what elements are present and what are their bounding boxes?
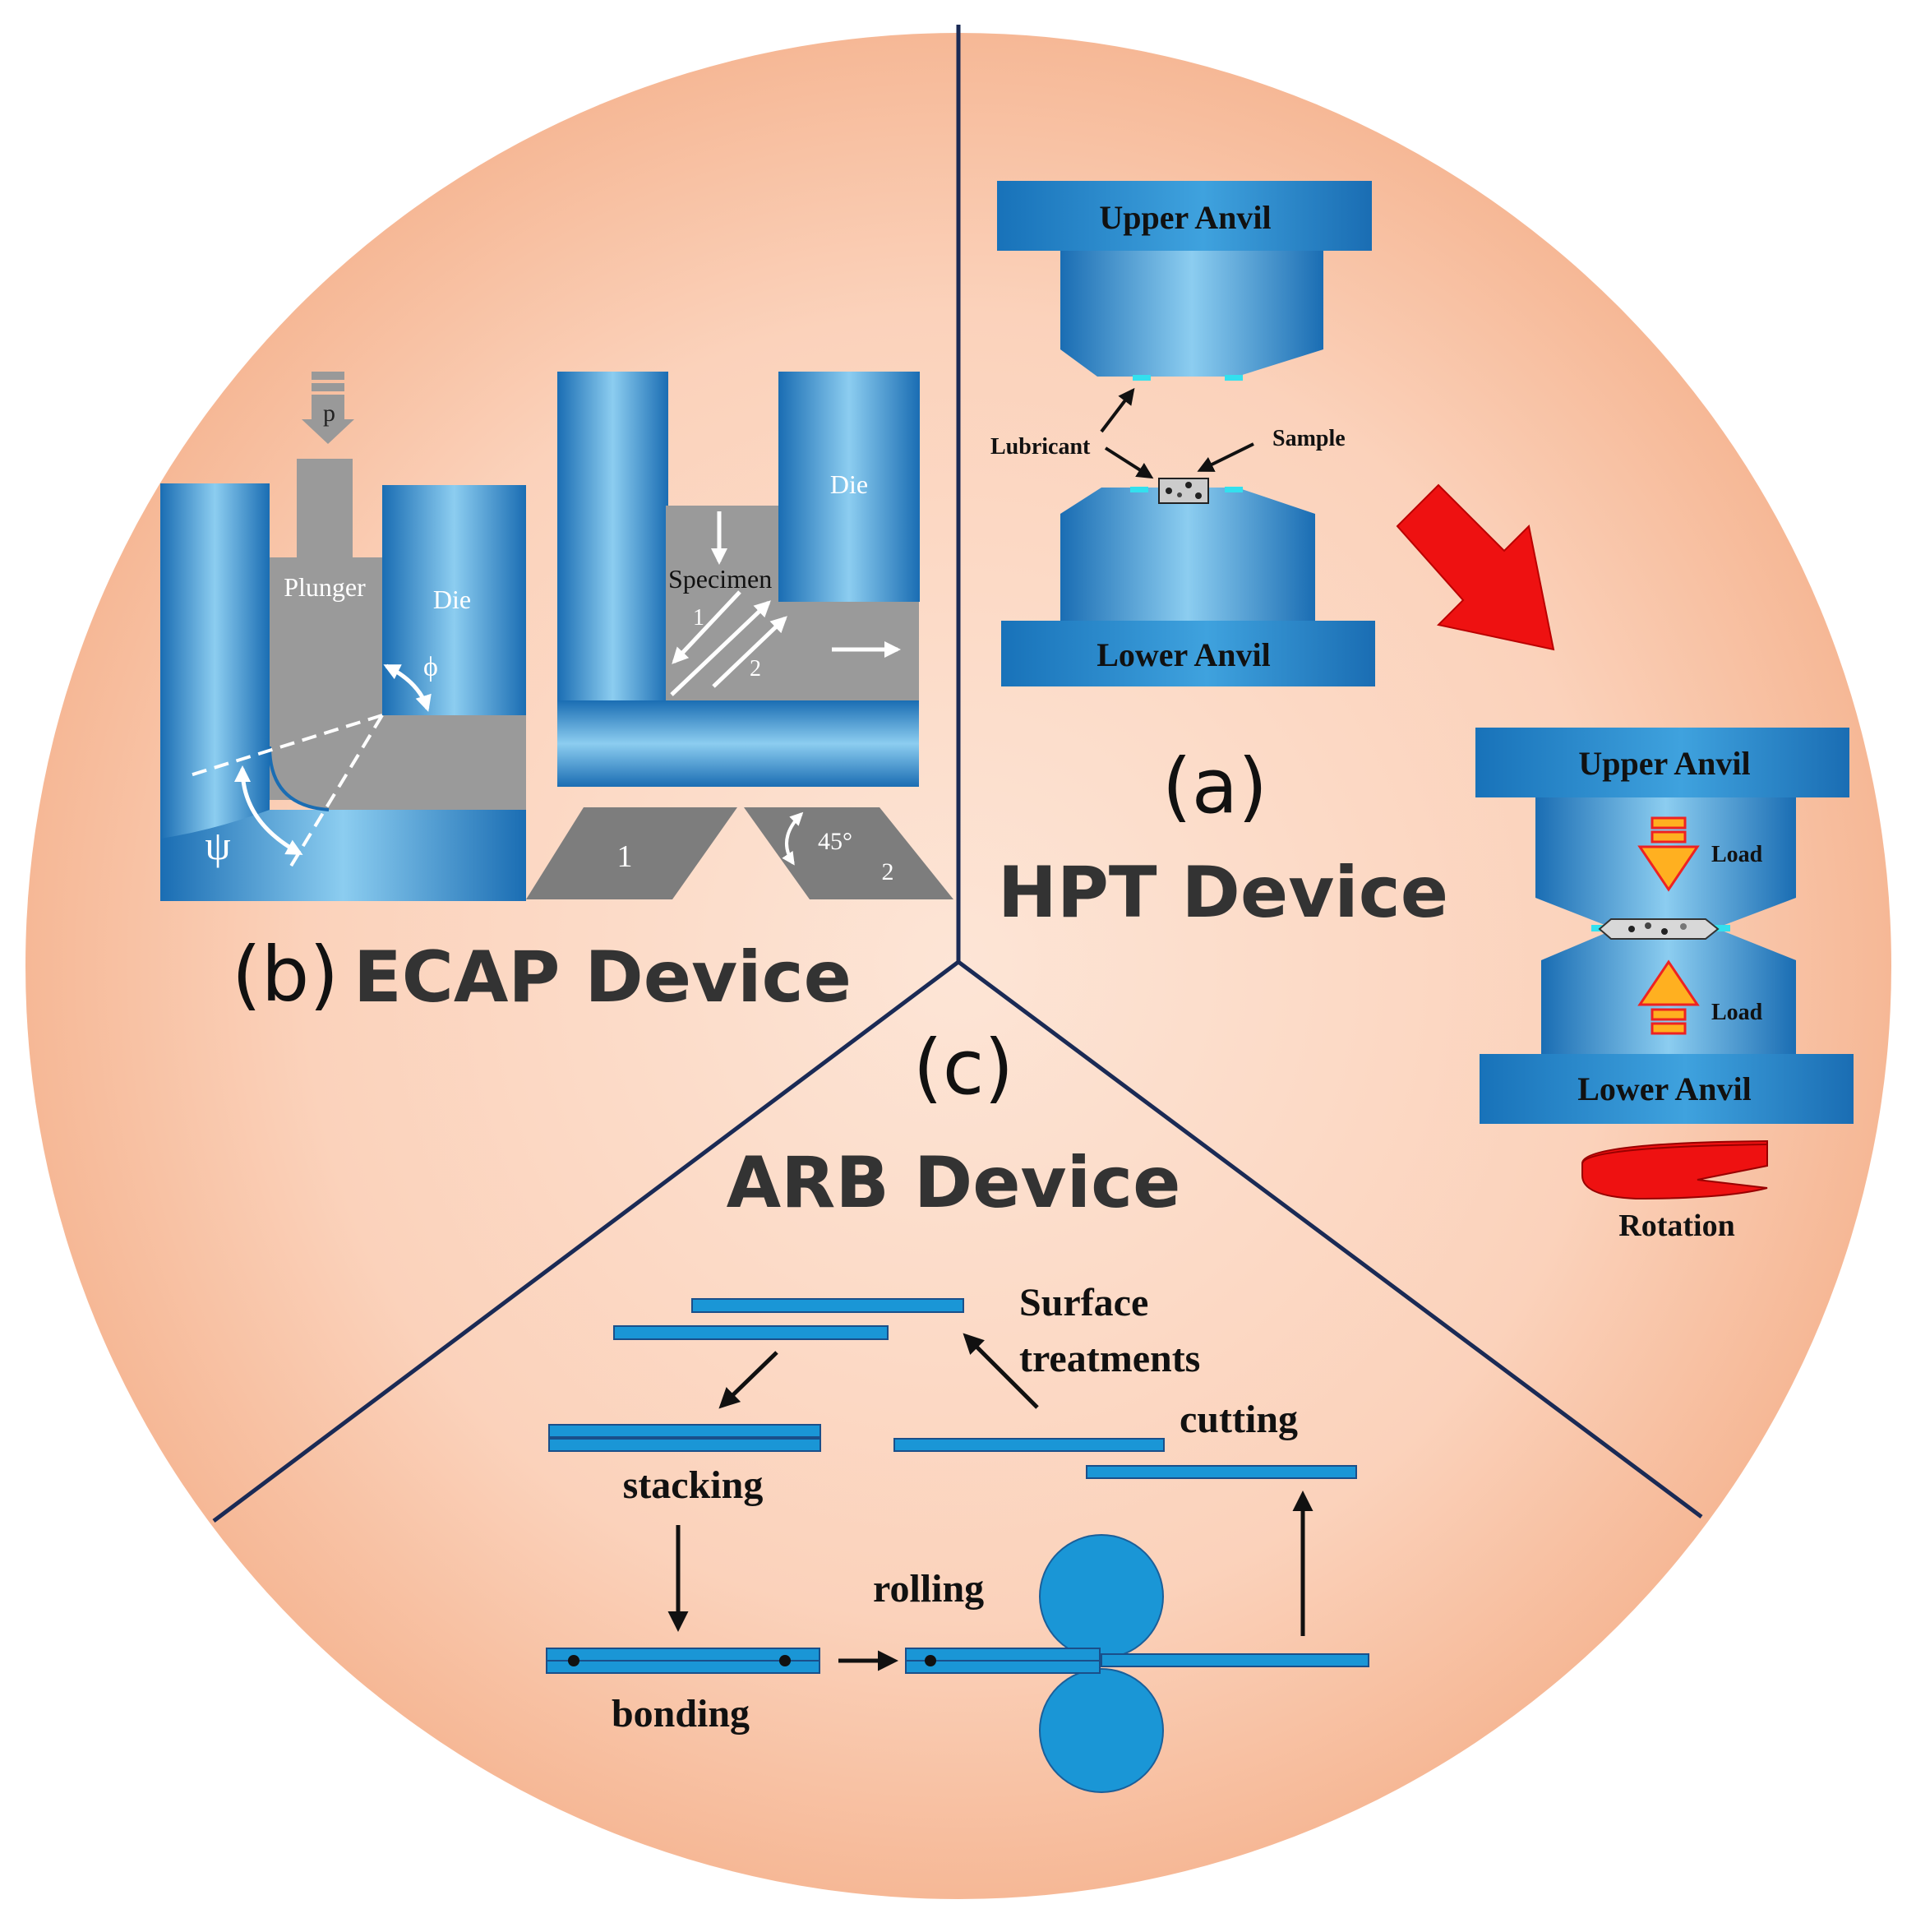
ecap-panel: p Plunger Die ϕ ψ Die [160,372,953,1019]
phi-label: ϕ [423,652,438,682]
load-label-bottom: Load [1711,1000,1763,1025]
lower-anvil-plate [1001,621,1375,686]
ecap2-right-die [778,372,920,602]
load-label-top: Load [1711,842,1763,867]
rotation-label: Rotation [1618,1209,1734,1243]
upper-anvil2-label: Upper Anvil [1578,745,1750,782]
specimen-label: Specimen [668,564,772,594]
ecap2-bottom-die [557,700,919,787]
angle-label: 45° [818,828,852,855]
pressure-arrow [302,372,354,444]
plunger-label: Plunger [284,572,366,602]
lower-anvil-body [1060,488,1315,621]
block-1 [526,807,737,899]
surface-label-line1: Surface [1019,1281,1148,1324]
sample-label: Sample [1272,426,1346,451]
ecap-title: ECAP Device [353,936,852,1019]
angle-45-arc [782,811,804,866]
path2-label: 2 [750,656,761,682]
path1-label: 1 [693,605,704,631]
arrow-to-stacking [718,1351,778,1409]
strip-surface-bottom [613,1325,889,1340]
block2-label: 2 [882,858,894,885]
strip-after-roll [1101,1653,1369,1667]
specimen-flow-arrows [670,511,901,696]
arb-process-arrows [667,1333,1313,1671]
lubricant-label: Lubricant [990,434,1091,460]
lower-anvil2-plate [1480,1054,1854,1124]
die-label-right: Die [830,469,868,499]
horizontal-channel [270,715,526,810]
pressure-label: p [323,400,335,427]
surface-label-line2: treatments [1019,1337,1200,1380]
upper-anvil2-plate [1475,728,1849,797]
arb-panel: (c) ARB Device Surface treatments stacki… [546,1024,1369,1793]
stacking-label: stacking [623,1463,764,1507]
hpt-panel-label: (a) [1162,742,1267,830]
lubricant-upper-left [1133,375,1151,381]
strip-stacked-top [548,1424,821,1438]
ecap-panel-label: (b) [232,931,339,1019]
upper-anvil-plate [997,181,1372,251]
lubricant-upper-right [1225,375,1243,381]
strip-cut-1 [893,1438,1165,1452]
bonding-label: bonding [612,1692,750,1736]
arb-title: ARB Device [727,1142,1181,1224]
strip-surface-top [691,1298,964,1313]
divider-right [957,959,1703,1519]
divider-left [212,960,960,1523]
rotation-arrow [1581,1139,1768,1200]
hpt-label-arrows [1100,387,1254,479]
sample-disk-compressed [1598,918,1720,940]
lower-anvil2-label: Lower Anvil [1577,1070,1752,1107]
arrow-to-surface [963,1333,1039,1409]
lower-roller [1039,1668,1164,1793]
psi-dashed-lines [184,714,384,873]
rolling-label: rolling [873,1567,984,1611]
lubricant-lower-left [1130,487,1148,492]
hpt-title: HPT Device [998,852,1448,934]
die-label-left: Die [433,585,471,614]
upper-anvil-label: Upper Anvil [1099,199,1271,236]
panel-dividers [212,25,1703,1523]
plunger-stem [297,459,353,557]
block1-label: 1 [617,839,633,874]
cutting-label: cutting [1180,1398,1298,1441]
lubricant-lower-right [1225,487,1243,492]
psi-angle-arc [234,765,303,856]
lower-anvil-label: Lower Anvil [1097,636,1271,673]
upper-anvil-body [1060,251,1323,377]
load-arrow-up [1637,959,1700,1035]
load-arrow-down [1637,816,1700,892]
strip-stacked-bottom [548,1438,821,1452]
phi-angle-arc [383,663,432,712]
hpt-panel: Upper Anvil Lower Anvil Lubricant Sample… [990,181,1854,1243]
arb-panel-label: (c) [913,1024,1013,1112]
strip-cut-2 [1086,1465,1357,1479]
process-transition-arrow [1396,483,1555,651]
upper-roller [1039,1534,1164,1659]
psi-label: ψ [205,822,230,868]
